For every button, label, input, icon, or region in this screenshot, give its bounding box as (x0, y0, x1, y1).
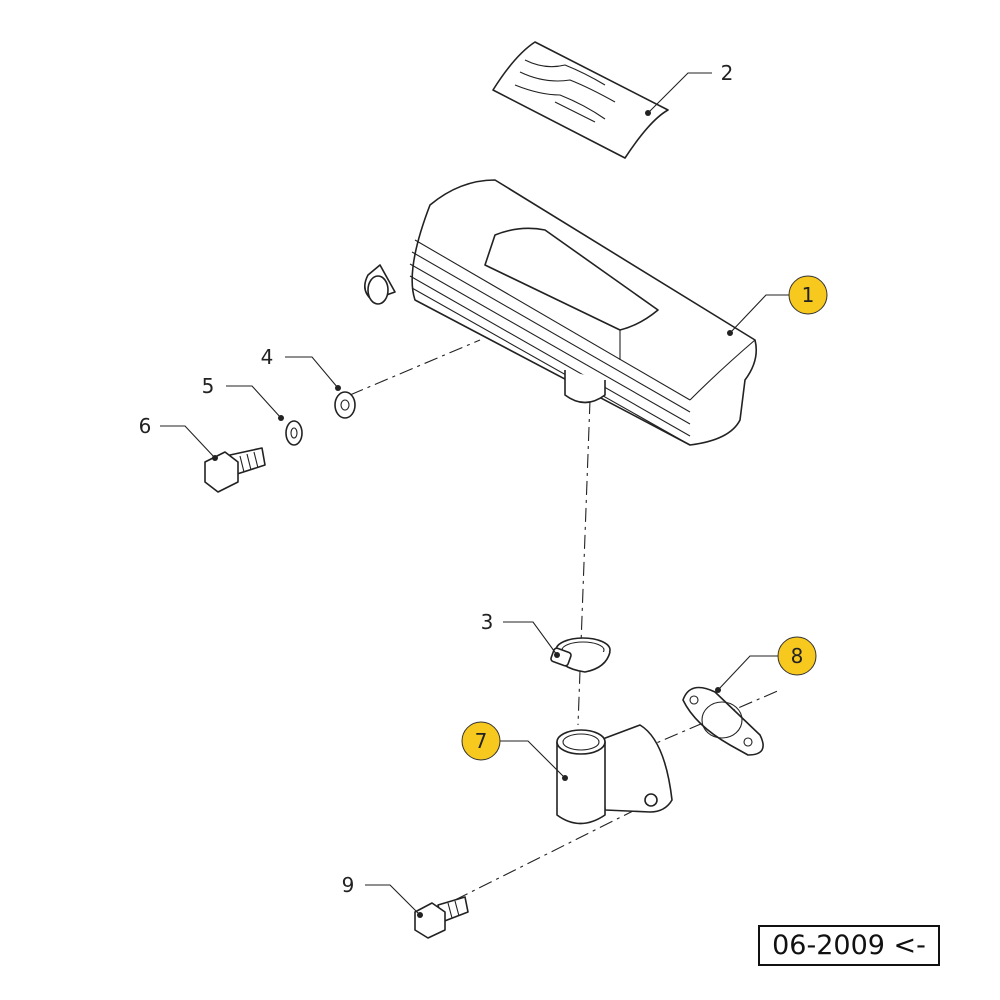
callout-8: 8 (791, 644, 804, 668)
muffler-part (364, 179, 758, 446)
lower-bolt-axis-line (454, 799, 656, 901)
bolt-part-6 (204, 447, 266, 493)
callout-1: 1 (802, 283, 815, 307)
callout-1-badge (788, 275, 828, 315)
lock-washer-part-5 (285, 420, 303, 446)
date-stamp: 06-2009 <- (758, 925, 940, 966)
callout-7: 7 (475, 729, 488, 753)
callout-8-badge (777, 636, 817, 676)
callout-2: 2 (721, 61, 734, 85)
bolt-part-9 (414, 896, 469, 939)
callout-6: 6 (139, 414, 152, 438)
callout-5: 5 (202, 374, 215, 398)
callout-9: 9 (342, 873, 355, 897)
callout-3: 3 (481, 610, 494, 634)
callout-7-badge (461, 721, 501, 761)
leader-lines (160, 72, 790, 918)
gasket-part (682, 686, 764, 756)
washer-part-4 (334, 391, 356, 419)
vertical-axis-line (577, 399, 591, 726)
elbow-pipe-part (556, 724, 673, 825)
heat-shield-part (492, 41, 669, 159)
bolt-axis-line (349, 339, 481, 396)
hose-clamp-part (550, 637, 611, 673)
callout-4: 4 (261, 345, 274, 369)
